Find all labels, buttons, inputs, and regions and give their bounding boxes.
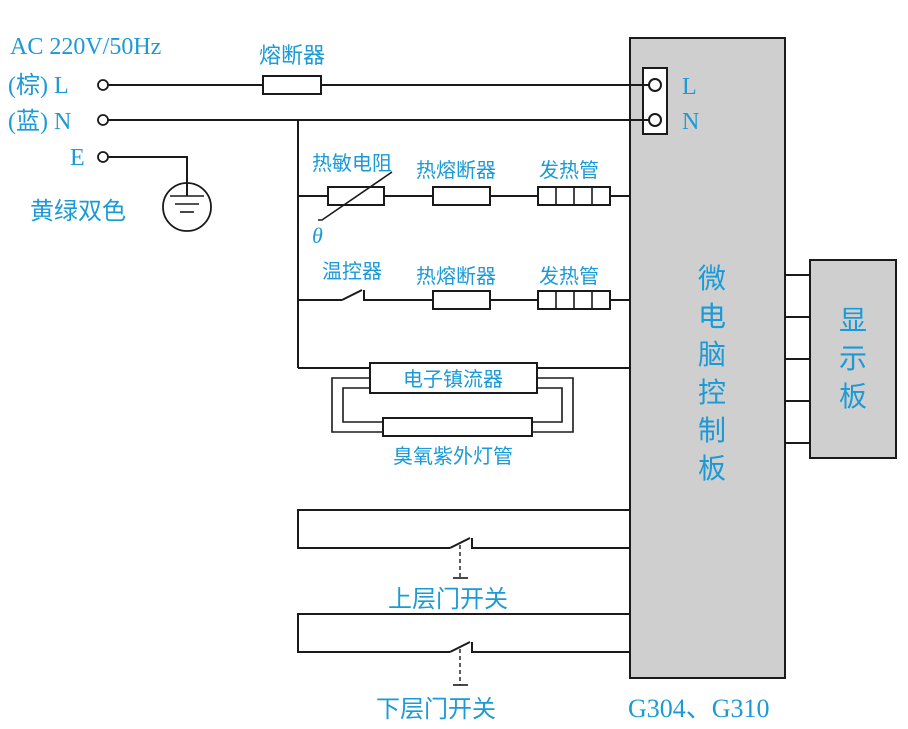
earth-input-terminal xyxy=(97,151,109,163)
uv-lamp-label: 臭氧紫外灯管 xyxy=(393,444,513,468)
branch1-heater xyxy=(537,186,611,206)
neutral-input-terminal xyxy=(97,114,109,126)
branch2-fuse xyxy=(432,290,491,310)
upper-switch-wire-right xyxy=(471,538,630,549)
terminal-n-label: N xyxy=(682,109,699,135)
lower-switch-label: 下层门开关 xyxy=(376,695,496,723)
display-board xyxy=(809,259,897,459)
earth-wire-color-label: 黄绿双色 xyxy=(30,197,126,225)
line-label: (棕) L xyxy=(8,72,69,99)
ballast-label: 电子镇流器 xyxy=(403,367,503,391)
controller-char-5: 制 xyxy=(698,414,726,447)
terminal-n xyxy=(648,113,662,127)
thermistor-slash xyxy=(318,171,393,221)
branch2-fuse-label: 热熔断器 xyxy=(416,264,496,288)
controller-char-1: 微 xyxy=(698,262,726,295)
display-char-2: 示 xyxy=(839,342,867,375)
upper-switch-wire-left xyxy=(297,509,630,549)
thermistor-theta: θ xyxy=(312,223,323,248)
controller-board xyxy=(629,37,786,679)
lower-switch-contact xyxy=(449,641,471,653)
upper-switch-contact xyxy=(449,537,471,549)
ballast-to-lamp-wires xyxy=(331,377,574,433)
lower-switch-wire-left xyxy=(297,613,630,653)
terminal-l xyxy=(648,78,662,92)
terminal-l-label: L xyxy=(682,74,697,100)
model-label: G304、G310 xyxy=(628,694,770,723)
earth-wire xyxy=(108,156,188,183)
line-input-terminal xyxy=(97,79,109,91)
branch1-fuse xyxy=(432,186,491,206)
thermistor-label: 热敏电阻 xyxy=(312,151,392,175)
earth-label: E xyxy=(70,145,85,171)
thermostat-label: 温控器 xyxy=(322,259,382,283)
branch2-heater xyxy=(537,290,611,310)
supply-label: AC 220V/50Hz xyxy=(10,34,161,60)
display-char-3: 板 xyxy=(839,380,867,413)
display-connector-wires xyxy=(785,274,810,444)
lower-switch-wire-right xyxy=(471,642,630,653)
branch1-fuse-label: 热熔断器 xyxy=(416,158,496,182)
controller-board-label: 微 电 脑 控 制 板 xyxy=(698,262,726,485)
lower-switch-actuator xyxy=(453,649,468,686)
uv-lamp xyxy=(382,417,533,437)
branch2-heater-label: 发热管 xyxy=(539,264,599,288)
controller-char-3: 脑 xyxy=(698,338,726,371)
thermostat-contact xyxy=(341,289,363,301)
controller-char-2: 电 xyxy=(698,300,726,333)
upper-switch-actuator xyxy=(453,545,468,579)
branch1-heater-label: 发热管 xyxy=(539,158,599,182)
upper-switch-label: 上层门开关 xyxy=(388,585,508,613)
main-fuse-label: 熔断器 xyxy=(259,44,325,69)
branch2-wire-2 xyxy=(363,290,433,301)
controller-char-6: 板 xyxy=(698,452,726,485)
display-char-1: 显 xyxy=(839,304,867,337)
neutral-label: (蓝) N xyxy=(8,108,71,135)
main-fuse xyxy=(262,75,322,95)
controller-char-4: 控 xyxy=(698,376,726,409)
